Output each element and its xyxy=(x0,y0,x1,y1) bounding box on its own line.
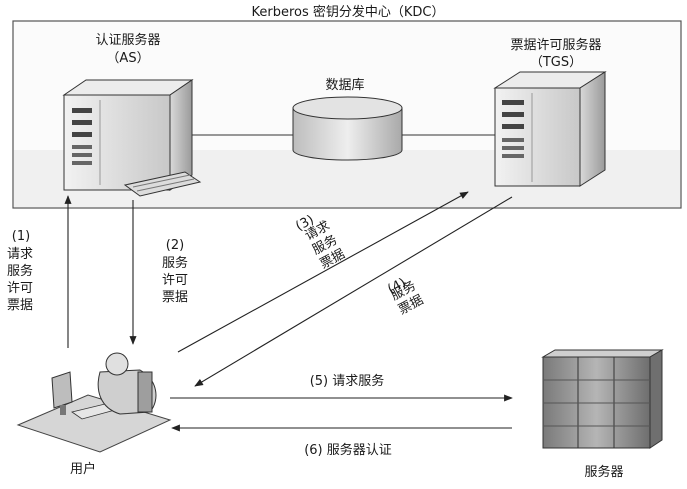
kdc-title: Kerberos 密钥分发中心（KDC） xyxy=(251,5,445,20)
user-icon xyxy=(16,352,172,453)
step-1-label: 请求服务许可票据 xyxy=(6,247,33,313)
step-2-number: (2) xyxy=(165,238,185,253)
user-label: 用户 xyxy=(69,462,96,477)
tgs-name: 票据许可服务器 xyxy=(510,38,602,53)
tgs-server-icon xyxy=(493,71,607,187)
as-abbr: （AS） xyxy=(106,51,150,66)
as-name: 认证服务器 xyxy=(95,33,161,48)
as-server-icon xyxy=(62,79,202,197)
step-5-label: (5) 请求服务 xyxy=(309,374,385,389)
tgs-abbr: （TGS） xyxy=(529,55,583,70)
database-icon xyxy=(292,96,403,161)
database-label: 数据库 xyxy=(325,78,365,93)
step-6-label: (6) 服务器认证 xyxy=(304,443,392,458)
arrow-step-4 xyxy=(194,196,513,387)
arrow-step-3 xyxy=(177,191,469,353)
server-label: 服务器 xyxy=(584,465,624,480)
step-2-label: 服务许可票据 xyxy=(161,256,188,305)
step-1-number: (1) xyxy=(11,229,31,244)
server-rack-icon xyxy=(541,349,664,449)
